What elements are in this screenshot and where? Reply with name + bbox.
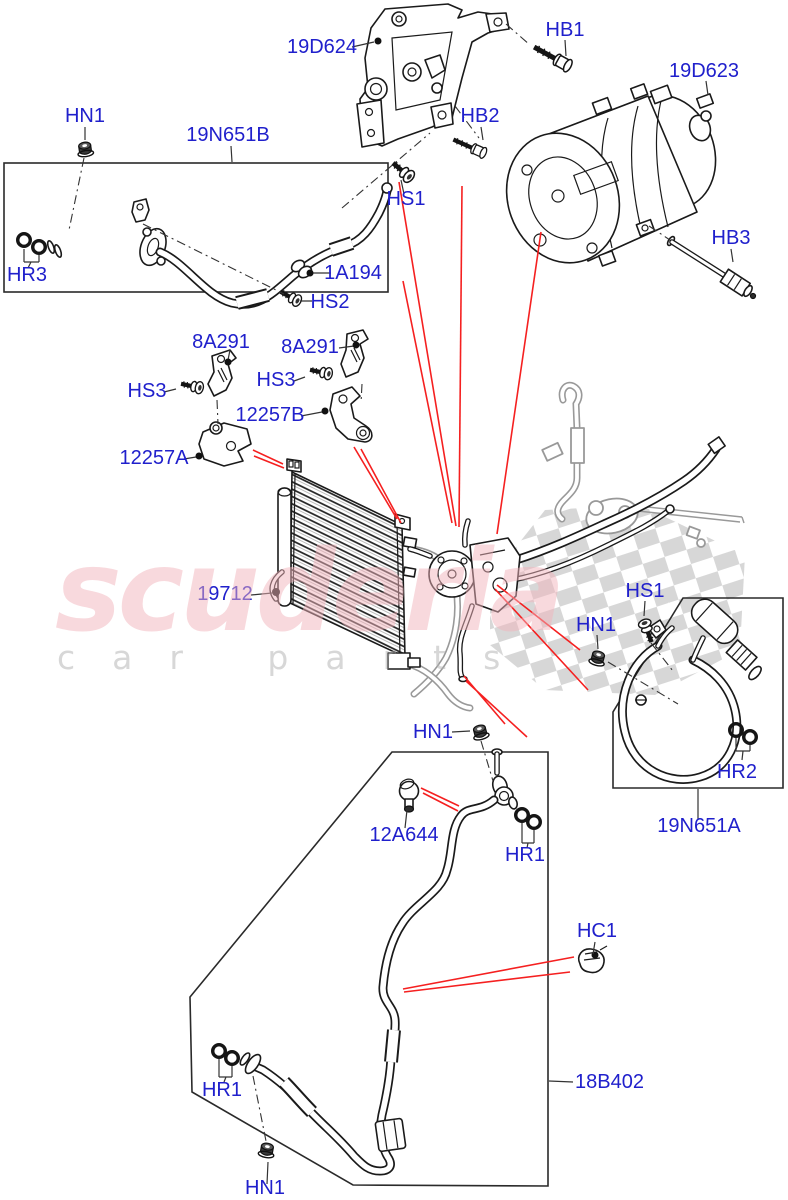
- red-line-to-18b402: [463, 675, 528, 738]
- part-group-frame: [189, 751, 549, 1187]
- hb3-stud: [666, 235, 757, 300]
- callout-hs1-right: HS1: [626, 580, 665, 602]
- hose-muffler: [690, 598, 739, 645]
- part-12257b-bracket: [329, 386, 373, 443]
- gray-hose-lower-fill: [406, 662, 472, 710]
- brand-watermark: scuderia: [55, 527, 561, 657]
- callout-hs1-top: HS1: [387, 188, 426, 210]
- red-line-hc1: [402, 956, 575, 993]
- hose-end-flange: [244, 1053, 262, 1075]
- gray-small-part: [696, 538, 706, 548]
- condenser-stub: [402, 566, 417, 578]
- part-12a644-valve: [398, 780, 420, 802]
- red-line: [398, 181, 457, 527]
- red-line: [402, 280, 453, 524]
- callout-hn1-bottom: HN1: [245, 1177, 285, 1199]
- washer: [46, 240, 56, 254]
- gray-connector-port: [588, 500, 604, 516]
- red-line: [496, 231, 542, 535]
- callout-12257b: 12257B: [236, 404, 305, 426]
- callout-12a644: 12A644: [370, 824, 439, 846]
- callout-19n651a: 19N651A: [657, 815, 741, 837]
- hose-bracket-tab: [647, 619, 667, 639]
- leader-dots: [195, 37, 382, 596]
- part-group-frame: [3, 162, 389, 293]
- leader-lines: [23, 39, 751, 1185]
- hose-clamp: [374, 1117, 407, 1153]
- callout-19d624: 19D624: [287, 36, 357, 58]
- red-line-to-19n651a: [494, 584, 589, 691]
- callout-hc1: HC1: [577, 920, 617, 942]
- callout-1a194: 1A194: [324, 262, 382, 284]
- red-callout-lines: [252, 181, 589, 993]
- callout-8a291-left: 8A291: [192, 331, 250, 353]
- callout-hs3-left: HS3: [128, 380, 167, 402]
- gray-rod: [637, 505, 745, 524]
- hr2-bracket: [735, 738, 751, 761]
- callout-8a291-right: 8A291: [281, 336, 339, 358]
- tagline-watermark: car parts: [57, 638, 537, 677]
- part-19712-condenser: [269, 458, 421, 670]
- gray-pipe-sleeve: [570, 427, 585, 464]
- callout-hs3-right: HS3: [257, 369, 296, 391]
- red-line-12257b: [353, 446, 402, 524]
- callout-hn1-box-top: HN1: [413, 721, 453, 743]
- callout-hr2: HR2: [717, 761, 757, 783]
- callout-hr1-mid: HR1: [505, 844, 545, 866]
- callout-hb3: HB3: [712, 227, 751, 249]
- part-19d624-bracket: [356, 3, 510, 148]
- washer: [53, 244, 63, 258]
- callout-hn1-top-left: HN1: [65, 105, 105, 127]
- part-8a291-bracket-right: [340, 329, 369, 378]
- hose-end-fitting: [725, 639, 758, 671]
- gray-small-part: [685, 525, 701, 540]
- assembly-axis-lines: [68, 23, 679, 1142]
- red-line: [458, 185, 463, 528]
- pipe-19n651b-fill: [157, 188, 390, 308]
- condenser-mounts: [198, 329, 373, 467]
- part-19d623-compressor: [505, 83, 717, 267]
- pipe-end-fitting: [381, 182, 393, 194]
- callout-hb2: HB2: [461, 105, 500, 127]
- checkered-flag-watermark: [490, 505, 745, 695]
- callout-18b402: 18B402: [575, 1071, 644, 1093]
- hr3-bracket: [23, 249, 40, 269]
- central-pipe-assembly: [407, 436, 726, 683]
- callout-hn1-right: HN1: [576, 614, 616, 636]
- callout-12257a: 12257A: [120, 447, 190, 469]
- pipe-end-fitting: [707, 436, 726, 455]
- box-19n651a: [612, 597, 784, 789]
- gray-pipe-fitting: [541, 441, 564, 462]
- callout-hs2: HS2: [311, 291, 350, 313]
- callout-19d623: 19D623: [669, 60, 739, 82]
- red-line-12257a: [252, 449, 285, 469]
- callout-labels: 19D624 HB1 19D623 HB2 HN1 19N651B HS1 HB…: [7, 19, 757, 1199]
- hr1-bracket-bottom: [218, 1059, 233, 1083]
- red-line-12a644: [420, 787, 460, 812]
- callout-19712: 19712: [197, 583, 253, 605]
- box-18b402: [189, 748, 549, 1187]
- callout-hr3: HR3: [7, 264, 47, 286]
- callout-hb1: HB1: [546, 19, 585, 41]
- part-12257a-bracket: [198, 422, 252, 467]
- callout-19n651b: 19N651B: [186, 124, 269, 146]
- hr1-bracket-mid: [521, 823, 535, 849]
- box-19n651b: [3, 162, 393, 310]
- callout-hr1-bottom: HR1: [202, 1079, 242, 1101]
